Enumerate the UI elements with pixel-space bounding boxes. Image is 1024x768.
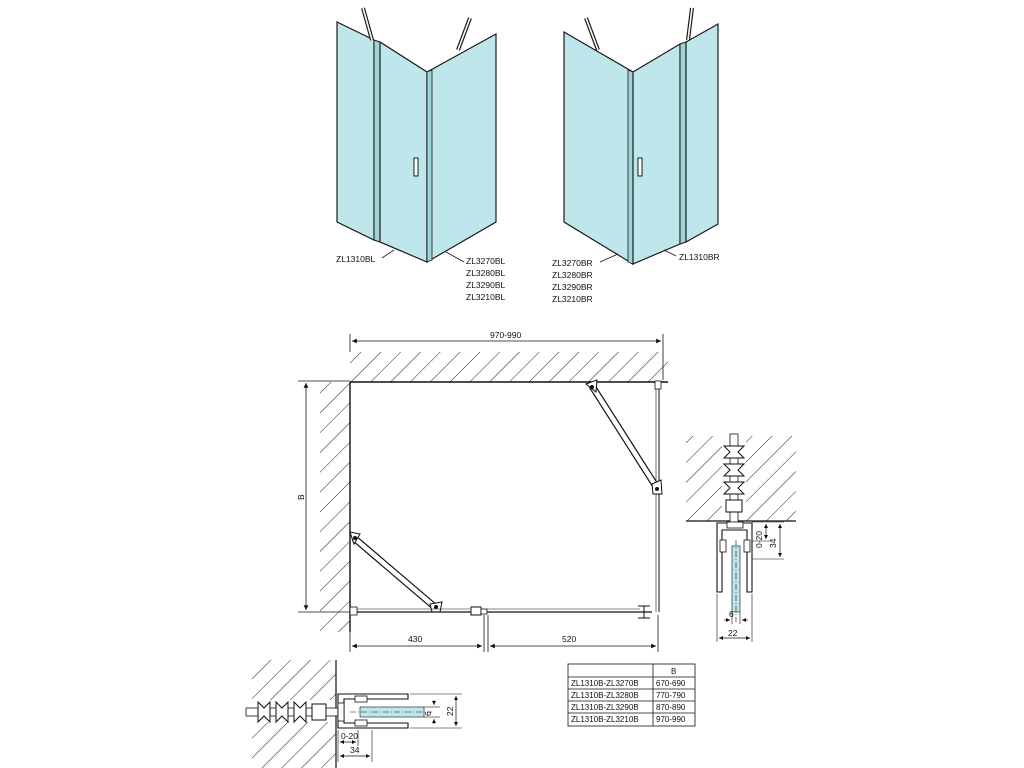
right-view-code-2: ZL3280BR — [552, 270, 593, 280]
right-view-side-panel — [563, 30, 634, 266]
left-view-code-1: ZL3270BL — [466, 256, 505, 266]
bottom-detail-wall-anchor — [245, 700, 341, 724]
plan-lower-stabilizer — [349, 531, 443, 613]
left-perspective-view: ZL1310BL ZL3270BL ZL3280BL ZL3290BL ZL32… — [336, 7, 505, 302]
right-detail-wall-left — [686, 436, 722, 521]
bottom-detail-depth: 34 — [350, 745, 360, 755]
right-detail-wall-right — [746, 436, 796, 521]
bottom-detail-range: 0-20 — [341, 731, 358, 741]
right-view-door-handle — [637, 157, 643, 177]
right-view-code-3: ZL3290BR — [552, 282, 593, 292]
right-detail-width: 22 — [728, 628, 738, 638]
right-detail-depth: 34 — [768, 538, 778, 548]
left-view-code-2: ZL3280BL — [466, 268, 505, 278]
right-profile-detail: 0-20 34 6 22 — [686, 433, 796, 642]
left-view-door-handle — [413, 157, 419, 177]
right-perspective-view: ZL3270BR ZL3280BR ZL3290BR ZL3210BR ZL13… — [552, 7, 720, 304]
bottom-detail-wall-profile — [337, 693, 409, 729]
right-view-door-edge — [627, 69, 634, 265]
right-detail-inner: 6 — [729, 609, 734, 619]
right-view-door-panel — [632, 42, 681, 265]
size-table-row-2-model: ZL1310B-ZL3280B — [571, 691, 639, 700]
bottom-detail-wall-bottom — [252, 722, 336, 768]
left-view-code-3: ZL3290BL — [466, 280, 505, 290]
plan-left-wall — [320, 382, 350, 632]
floor-plan: 970-990 B — [296, 330, 668, 652]
plan-depth-label: B — [296, 494, 306, 500]
bottom-detail-wall-top — [252, 660, 336, 700]
size-table: B ZL1310B-ZL3270B 670-690 ZL1310B-ZL3280… — [567, 663, 696, 727]
left-view-door-panel — [379, 40, 428, 263]
plan-left-dim-label: 430 — [408, 634, 422, 644]
left-view-front-edge — [426, 69, 433, 263]
right-view-code-1: ZL3270BR — [552, 258, 593, 268]
left-view-side-panel — [336, 21, 375, 241]
size-table-header-b: B — [671, 667, 676, 676]
size-table-row-3-model: ZL1310B-ZL3290B — [571, 703, 639, 712]
left-view-code-left: ZL1310BL — [336, 254, 375, 264]
size-table-row-1-b: 670-690 — [656, 679, 686, 688]
size-table-row-4-b: 970-990 — [656, 715, 686, 724]
plan-upper-stabilizer — [584, 379, 663, 495]
size-table-row-4-model: ZL1310B-ZL3210B — [571, 715, 639, 724]
right-view-hinge-profile — [679, 41, 687, 245]
left-view-hinge-profile — [373, 39, 381, 243]
right-detail-wall-profile — [716, 521, 753, 593]
right-view-code-4: ZL3210BR — [552, 294, 593, 304]
right-detail-range: 0-20 — [754, 531, 764, 548]
size-table-row-1-model: ZL1310B-ZL3270B — [571, 679, 639, 688]
left-view-front-panel — [426, 32, 497, 264]
plan-top-wall — [350, 352, 668, 382]
right-view-fixed-panel — [685, 22, 719, 244]
bottom-profile-detail: 6 22 0-20 34 — [245, 660, 462, 768]
right-view-code-right: ZL1310BR — [679, 252, 720, 262]
plan-door-handle — [470, 606, 482, 616]
bottom-detail-width: 22 — [445, 706, 455, 716]
bottom-detail-inner: 6 — [423, 711, 433, 716]
plan-width-label: 970-990 — [490, 330, 521, 340]
plan-right-dim-label: 520 — [562, 634, 576, 644]
right-detail-wall-anchor — [722, 433, 746, 525]
left-view-code-4: ZL3210BL — [466, 292, 505, 302]
size-table-row-2-b: 770-790 — [656, 691, 686, 700]
size-table-row-3-b: 870-890 — [656, 703, 686, 712]
